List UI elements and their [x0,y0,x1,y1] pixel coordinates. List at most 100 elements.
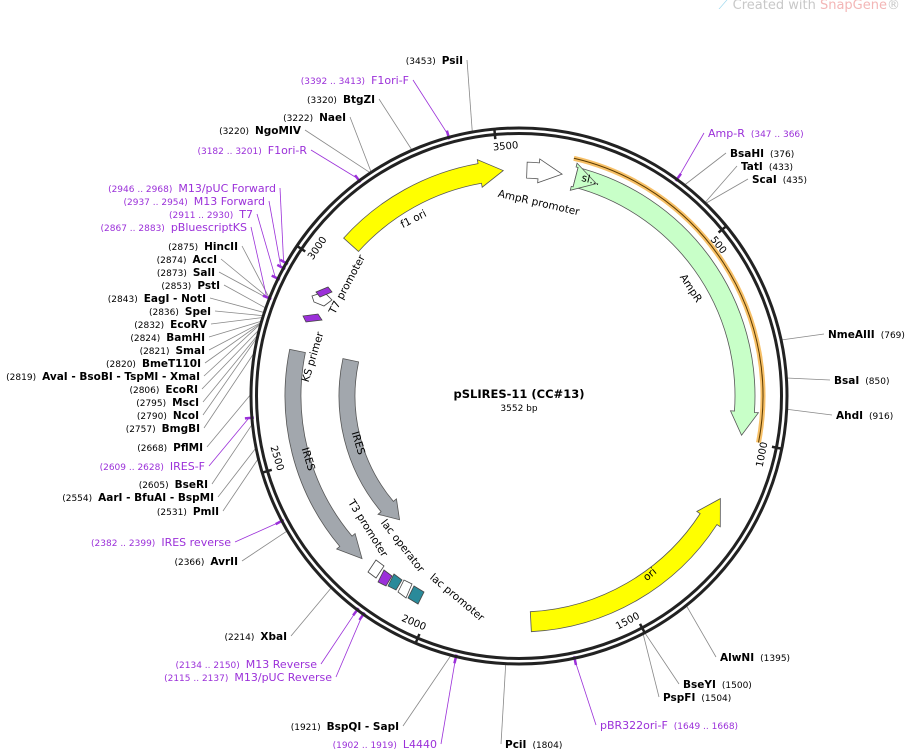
restriction-site-label[interactable]: (2214)XbaI [224,631,287,643]
restriction-site-label[interactable]: AlwNI(1395) [720,652,790,664]
feature-signal-sequence[interactable] [569,162,598,191]
primer-label[interactable]: (2946 .. 2968)M13/pUC Forward [108,182,276,195]
site-position: (2554) [62,494,92,504]
feature-ampr-promoter[interactable] [526,158,564,184]
primer-label[interactable]: (3392 .. 3413)F1ori-F [301,74,409,87]
site-name: M13/pUC Forward [178,182,276,195]
site-leader-line [268,200,282,267]
tick-mark [261,468,273,474]
primer-label[interactable]: (2911 .. 2930) T7 [169,208,253,221]
primer-label[interactable]: (2115 .. 2137)M13/pUC Reverse [164,671,332,684]
restriction-site-label[interactable]: (2820)BmeT110I [106,358,201,370]
restriction-site-label[interactable]: (2873)SalI [157,267,215,279]
site-leader-line [202,334,259,403]
restriction-site-label[interactable]: (2605)BseRI [139,479,208,491]
restriction-site-label[interactable]: (3220)NgoMIV [219,125,302,137]
feature-t3-promoter[interactable] [367,559,385,579]
site-leader-line [218,271,270,300]
primer-label[interactable]: Amp-R(347 .. 366) [708,127,804,140]
site-name: NmeAIII [828,329,875,341]
feature-ks-primer[interactable] [302,313,323,323]
site-name: PsiI [442,55,463,67]
restriction-site-label[interactable]: (3320)BtgZI [307,94,375,106]
site-name: AvaI - BsoBI - TspMI - XmaI [42,371,200,383]
site-leader-line [440,659,456,745]
restriction-site-label[interactable]: (2853)PstI [161,280,220,292]
snapgene-logo-icon: ⟋ [718,0,728,13]
restriction-site-label[interactable]: (2875)HincII [168,241,238,253]
feature-ires-inner[interactable] [338,358,401,521]
tick-mark [296,244,306,253]
restriction-site-label[interactable]: (2806)EcoRI [129,384,198,396]
primer-label[interactable]: (1902 .. 1919)L4440 [333,738,437,751]
primer-label[interactable]: (2382 .. 2399)IRES reverse [91,536,231,549]
primer-label[interactable]: (2937 .. 2954)M13 Forward [123,195,265,208]
restriction-site-label[interactable]: (2832)EcoRV [134,319,208,331]
restriction-site-label[interactable]: (2819)AvaI - BsoBI - TspMI - XmaI [6,371,200,383]
plasmid-name: pSLIRES-11 (CC#13) [454,387,585,401]
feature-t3-primer-mark[interactable] [377,569,393,587]
primer-label[interactable]: (2134 .. 2150)M13 Reverse [176,658,318,671]
restriction-site-label[interactable]: BseYI(1500) [683,679,752,691]
site-name: AvrII [210,556,238,568]
restriction-site-label[interactable]: BsaI(850) [834,375,889,387]
primer-label[interactable]: (3182 .. 3201)F1ori-R [197,144,307,157]
feature-lac-operator-box[interactable] [387,573,403,591]
site-name: AccI [193,254,217,266]
restriction-site-label[interactable]: AhdI(916) [836,410,893,422]
site-position: (2806) [129,386,159,396]
site-position: (2366) [174,558,204,568]
restriction-site-label[interactable]: (1921)BspQI - SapI [291,721,399,733]
feature-lac-operator[interactable] [397,579,413,599]
site-name: F1ori-F [371,74,409,87]
site-name: M13/pUC Reverse [234,671,332,684]
feature-t7-primer-mark[interactable] [315,286,333,298]
restriction-site-label[interactable]: (2795)MscI [136,397,199,409]
restriction-site-label[interactable]: (2821)SmaI [140,345,205,357]
site-name: PflMI [173,442,203,454]
site-position: (2790) [137,412,167,422]
site-position: (376) [770,150,794,160]
site-name: AhdI [836,410,863,422]
label-lines [201,59,833,745]
primer-label[interactable]: pBR322ori-F(1649 .. 1668) [600,719,738,732]
site-leader-line [279,187,284,262]
tick-mark [771,445,783,450]
snapgene-watermark: ⟋Created with SnapGene® [718,0,900,13]
site-name: PstI [197,280,220,292]
restriction-site-label[interactable]: (3222)NaeI [283,112,346,124]
site-name: SpeI [185,306,211,318]
restriction-site-label[interactable]: (2843)EagI - NotI [108,293,206,305]
primer-label[interactable]: (2609 .. 2628)IRES-F [100,460,205,473]
restriction-site-label[interactable]: BsaHI (376) [730,148,794,160]
restriction-site-label[interactable]: (2554)AarI - BfuAI - BspMI [62,492,214,504]
site-position: (2911 .. 2930) [169,211,233,221]
site-name: T7 [238,208,253,221]
restriction-site-label[interactable]: (2874)AccI [157,254,217,266]
feature-ires-outer[interactable] [284,348,363,560]
restriction-site-label[interactable]: TatI(433) [741,161,793,173]
feature-ori[interactable] [529,497,721,633]
site-leader-line [209,297,265,313]
restriction-site-label[interactable]: (2757)BmgBI [126,423,200,435]
restriction-site-label[interactable]: PspFI(1504) [663,692,731,704]
restriction-site-label[interactable]: (3453)PsiI [406,55,463,67]
feature-ampr[interactable] [572,167,760,437]
restriction-site-label[interactable]: PciI(1804) [505,739,562,751]
restriction-site-label[interactable]: (2836)SpeI [149,306,211,318]
restriction-site-label[interactable]: NmeAIII(769) [828,329,905,341]
tick-label: 2500 [267,445,285,473]
feature-lac-promoter[interactable] [407,585,425,605]
restriction-site-label[interactable]: (2668)PflMI [137,442,203,454]
site-leader-line [684,152,727,186]
restriction-site-label[interactable]: (2824)BamHI [130,332,205,344]
primer-label[interactable]: (2867 .. 2883)pBluescriptKS [101,221,247,234]
restriction-site-label[interactable]: ScaI(435) [752,174,807,186]
restriction-site-label[interactable]: (2531)PmlI [157,506,219,518]
site-name: BmeT110I [142,358,201,370]
restriction-site-label[interactable]: (2790)NcoI [137,410,199,422]
feature-f1-ori[interactable] [343,158,505,253]
site-name: BsaHI [730,148,764,160]
restriction-site-label[interactable]: (2366) AvrII [174,556,238,568]
